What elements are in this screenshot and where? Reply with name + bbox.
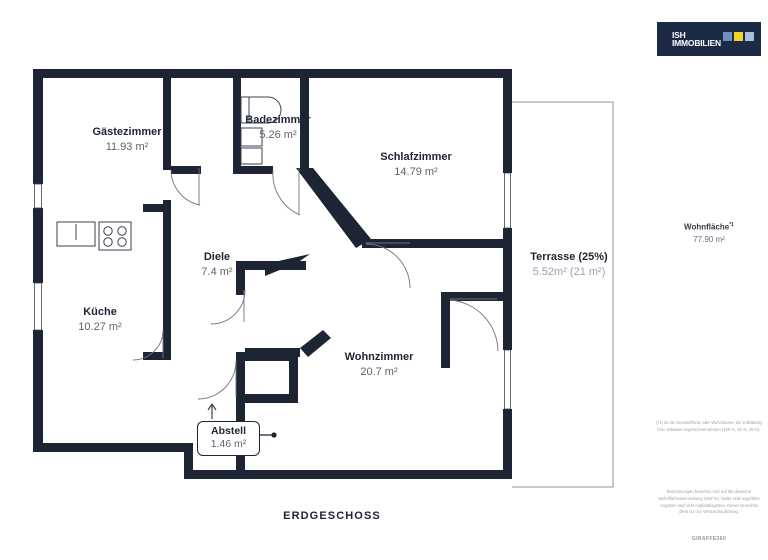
logo-line-1: ISH [672, 29, 686, 40]
room-label-schlafzimmer: Schlafzimmer 14.79 m² [357, 151, 475, 180]
interior-walls [143, 78, 512, 470]
terrace-outline [512, 101, 614, 488]
room-name: Schlafzimmer [380, 151, 452, 163]
living-area-label-text: Wohnfläche [684, 222, 730, 232]
living-area-label: Wohnfläche*1 [650, 222, 768, 232]
room-label-kueche: Küche 10.27 m² [50, 306, 150, 335]
exterior-walls [33, 69, 512, 479]
fineprint-footnote: (*1) Ist die Gesamtfläche aller Wohnräum… [656, 420, 762, 432]
room-label-wohnzimmer: Wohnzimmer 20.7 m² [320, 351, 438, 380]
room-name: Badezimmer [245, 114, 311, 126]
floor-plan-canvas: .w{fill:#1d2433;} .thin{fill:none;stroke… [33, 69, 614, 488]
floor-title: ERDGESCHOSS [283, 510, 381, 522]
room-name: Terrasse (25%) [530, 251, 608, 263]
living-area-value: 77.90 m² [650, 235, 768, 244]
room-name: Wohnzimmer [344, 351, 414, 363]
logo-squares-icon [723, 31, 754, 41]
room-label-diele: Diele 7.4 m² [177, 251, 257, 280]
room-area: 1.46 m² [210, 438, 247, 451]
room-area: 5.26 m² [259, 128, 297, 141]
sidebar: ISH IMMOBILIEN Wohnfläche*1 77.90 m² (*1… [650, 0, 768, 560]
room-name: Küche [83, 306, 117, 318]
living-area-number: 77.90 [693, 234, 714, 244]
brand-watermark: GIRAFFE360 [691, 536, 727, 542]
living-area-summary: Wohnfläche*1 77.90 m² [650, 222, 768, 244]
room-area: 14.79 m² [394, 165, 438, 178]
door-swings [132, 168, 499, 400]
room-area: 5.52m² (21 m²) [532, 265, 606, 278]
room-label-gaestezimmer: Gästezimmer 11.93 m² [68, 126, 186, 155]
living-area-footnote-marker: *1 [729, 222, 734, 228]
room-area: 7.4 m² [201, 265, 233, 278]
room-name: Diele [203, 251, 231, 263]
room-area: 10.27 m² [78, 320, 122, 333]
logo-line-2: IMMOBILIEN [672, 38, 721, 48]
room-label-terrasse: Terrasse (25%) 5.52m² (21 m²) [505, 251, 633, 280]
fineprint-disclaimer: Berechnungen beziehen sich auf die deuts… [658, 489, 760, 515]
room-name: Gästezimmer [92, 126, 162, 138]
fixtures [56, 96, 282, 251]
room-label-badezimmer: Badezimmer 5.26 m² [228, 114, 328, 143]
room-area: 20.7 m² [360, 365, 398, 378]
logo-wordmark: ISH IMMOBILIEN [672, 29, 721, 48]
living-area-unit: m² [715, 234, 725, 244]
room-callout-abstell: Abstell 1.46 m² [197, 421, 260, 457]
company-logo: ISH IMMOBILIEN [657, 22, 761, 56]
room-name: Abstell [210, 425, 246, 437]
room-area: 11.93 m² [105, 140, 149, 153]
windows [34, 172, 511, 410]
